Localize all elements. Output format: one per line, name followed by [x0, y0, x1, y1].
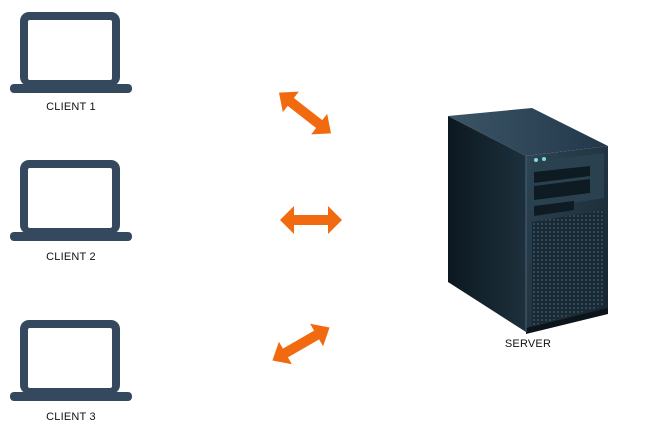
laptop-icon — [10, 320, 132, 401]
server-label: SERVER — [504, 338, 552, 350]
connection-arrow-2 — [280, 206, 342, 234]
server — [440, 106, 616, 334]
laptop-icon — [10, 12, 132, 93]
laptop-icon — [10, 160, 132, 241]
client-3-label: CLIENT 3 — [46, 411, 96, 423]
client-1-label: CLIENT 1 — [46, 101, 96, 113]
connection-arrow-3 — [272, 323, 330, 365]
client-3 — [8, 318, 134, 404]
client-2 — [8, 158, 134, 244]
client-2-label: CLIENT 2 — [46, 251, 96, 263]
client-1 — [8, 10, 134, 96]
server-tower-icon — [448, 108, 608, 334]
connection-arrow-1 — [278, 91, 332, 135]
